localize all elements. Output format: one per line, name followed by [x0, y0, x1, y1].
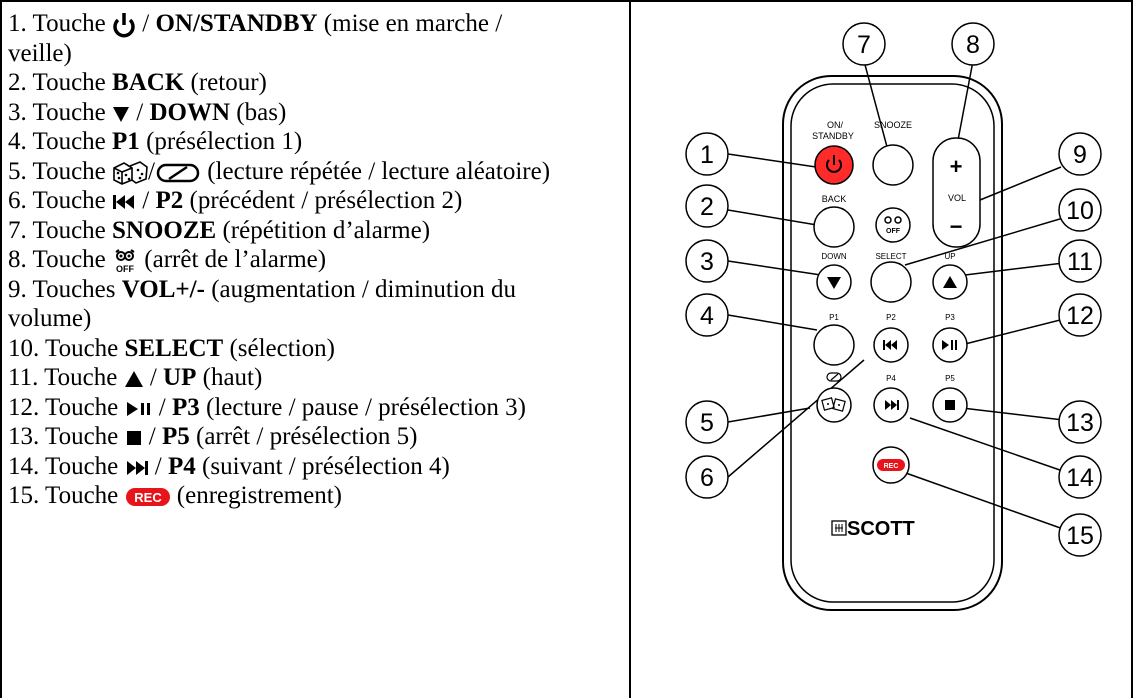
volume-rocker[interactable]: + VOL − — [932, 137, 981, 248]
svg-text:P1: P1 — [829, 313, 839, 322]
callout-circle — [951, 22, 995, 66]
stop-icon — [126, 431, 141, 446]
callout-number: 1 — [700, 141, 714, 169]
list-item: 13. Touche / P5 (arrêt / présélection 5) — [8, 423, 418, 450]
skip-back-icon — [113, 195, 135, 210]
svg-text:SELECT: SELECT — [875, 252, 906, 261]
list-item: 10. Touche SELECT (sélection) — [8, 334, 335, 362]
callout-circle — [1058, 239, 1102, 283]
callout-circle — [842, 22, 886, 66]
list-item: 12. Touche / P3 (lecture / pause / présé… — [8, 393, 527, 421]
up-button[interactable] — [932, 264, 968, 300]
svg-text:−: − — [950, 214, 963, 239]
list-item: 1. Touche / ON/STANDBY (mise en marche /… — [8, 10, 503, 67]
svg-text:DOWN: DOWN — [821, 252, 847, 261]
scott-logo: SCOTT — [831, 518, 915, 540]
svg-text:REC: REC — [134, 490, 162, 505]
svg-text:VOL: VOL — [948, 193, 966, 203]
svg-text:OFF: OFF — [116, 264, 134, 274]
callout-number: 11 — [1067, 248, 1093, 276]
list-item: 4. Touche P1 (présélection 1) — [8, 128, 303, 155]
play-pause-icon — [126, 401, 150, 416]
callout-circle — [1058, 455, 1102, 499]
callout-circle — [685, 400, 729, 444]
repeat-icon — [156, 163, 200, 183]
list-item: 3. Touche / DOWN (bas) — [8, 98, 287, 126]
list-item: 8. Touche OFF (arrêt de l’alarme) — [8, 246, 327, 275]
callout-circle — [685, 293, 729, 337]
callout-circle — [685, 455, 729, 499]
rec-icon: REC — [125, 488, 170, 507]
skip-forward-icon — [126, 460, 148, 475]
svg-text:ON/: ON/ — [827, 120, 844, 130]
svg-text:REC: REC — [884, 463, 899, 470]
svg-text:P2: P2 — [886, 313, 896, 322]
rec-button[interactable]: REC — [872, 446, 910, 484]
svg-text:BACK: BACK — [822, 194, 847, 204]
list-item: 7. Touche SNOOZE (répétition d’alarme) — [8, 216, 431, 244]
column-divider — [629, 0, 631, 698]
power-button[interactable] — [814, 145, 854, 185]
list-item: 2. Touche BACK (retour) — [8, 69, 267, 96]
play-pause-button[interactable] — [932, 327, 968, 363]
stop-button[interactable] — [932, 387, 968, 423]
down-button[interactable] — [816, 264, 852, 300]
previous-button[interactable] — [873, 327, 909, 363]
callout-circle — [1058, 513, 1102, 557]
callout-number: 8 — [966, 31, 980, 59]
alarm-off-icon: OFF — [115, 249, 135, 274]
svg-text:P5: P5 — [945, 374, 955, 383]
list-item: 11. Touche / UP (haut) — [8, 364, 263, 391]
next-button[interactable] — [873, 387, 909, 423]
callout-number: 9 — [1073, 141, 1087, 169]
list-item: 15. Touche REC (enregistrement) — [8, 482, 342, 509]
alarm-off-button[interactable]: OFF — [875, 207, 911, 243]
callout-number: 10 — [1066, 197, 1094, 225]
callout-number: 13 — [1066, 409, 1094, 437]
remote-illustration: ON/ STANDBY SNOOZE + VOL − BACK OFF DOWN… — [685, 22, 1102, 611]
callout-number: 14 — [1066, 464, 1094, 492]
callout-circle — [1058, 400, 1102, 444]
callout-number: 2 — [700, 193, 714, 221]
callout-circle — [685, 132, 729, 176]
button-legend-list: 1. Touche / ON/STANDBY (mise en marche /… — [8, 9, 624, 511]
dice-icon — [113, 160, 148, 185]
power-icon — [113, 13, 135, 38]
repeat-icon — [826, 372, 842, 382]
callout-number: 4 — [700, 302, 714, 330]
callout-number: 3 — [700, 248, 714, 276]
callout-number: 7 — [857, 31, 871, 59]
svg-text:STANDBY: STANDBY — [812, 131, 854, 141]
callout-circle — [1058, 293, 1102, 337]
svg-text:SCOTT: SCOTT — [847, 518, 915, 540]
callout-number: 5 — [700, 409, 714, 437]
callout-number: 15 — [1066, 522, 1094, 550]
select-button[interactable] — [870, 261, 912, 303]
svg-text:UP: UP — [944, 252, 955, 261]
callout-circle — [685, 239, 729, 283]
triangle-up-icon — [124, 371, 143, 388]
remote-inner-outline — [790, 83, 995, 603]
callout-circle — [1058, 188, 1102, 232]
snooze-button[interactable] — [872, 144, 914, 186]
svg-text:P4: P4 — [886, 374, 896, 383]
shuffle-repeat-button[interactable] — [816, 387, 852, 423]
triangle-down-icon — [113, 106, 130, 122]
callout-circle — [1058, 132, 1102, 176]
list-item: 6. Touche / P2 (précédent / présélection… — [8, 187, 463, 214]
list-item: 14. Touche / P4 (suivant / présélection … — [8, 452, 450, 480]
list-item: 5. Touche / (lecture répétée / lecture a… — [8, 157, 551, 185]
back-button[interactable] — [813, 206, 855, 248]
svg-text:OFF: OFF — [886, 228, 901, 235]
svg-text:+: + — [950, 154, 963, 179]
p1-button[interactable] — [813, 324, 855, 366]
callout-circle — [685, 184, 729, 228]
svg-text:SNOOZE: SNOOZE — [874, 120, 912, 130]
callout-number: 12 — [1066, 302, 1094, 330]
list-item: 9. Touches VOL+/- (augmentation / diminu… — [8, 275, 517, 333]
callout-number: 6 — [700, 464, 714, 492]
svg-text:P3: P3 — [945, 313, 955, 322]
